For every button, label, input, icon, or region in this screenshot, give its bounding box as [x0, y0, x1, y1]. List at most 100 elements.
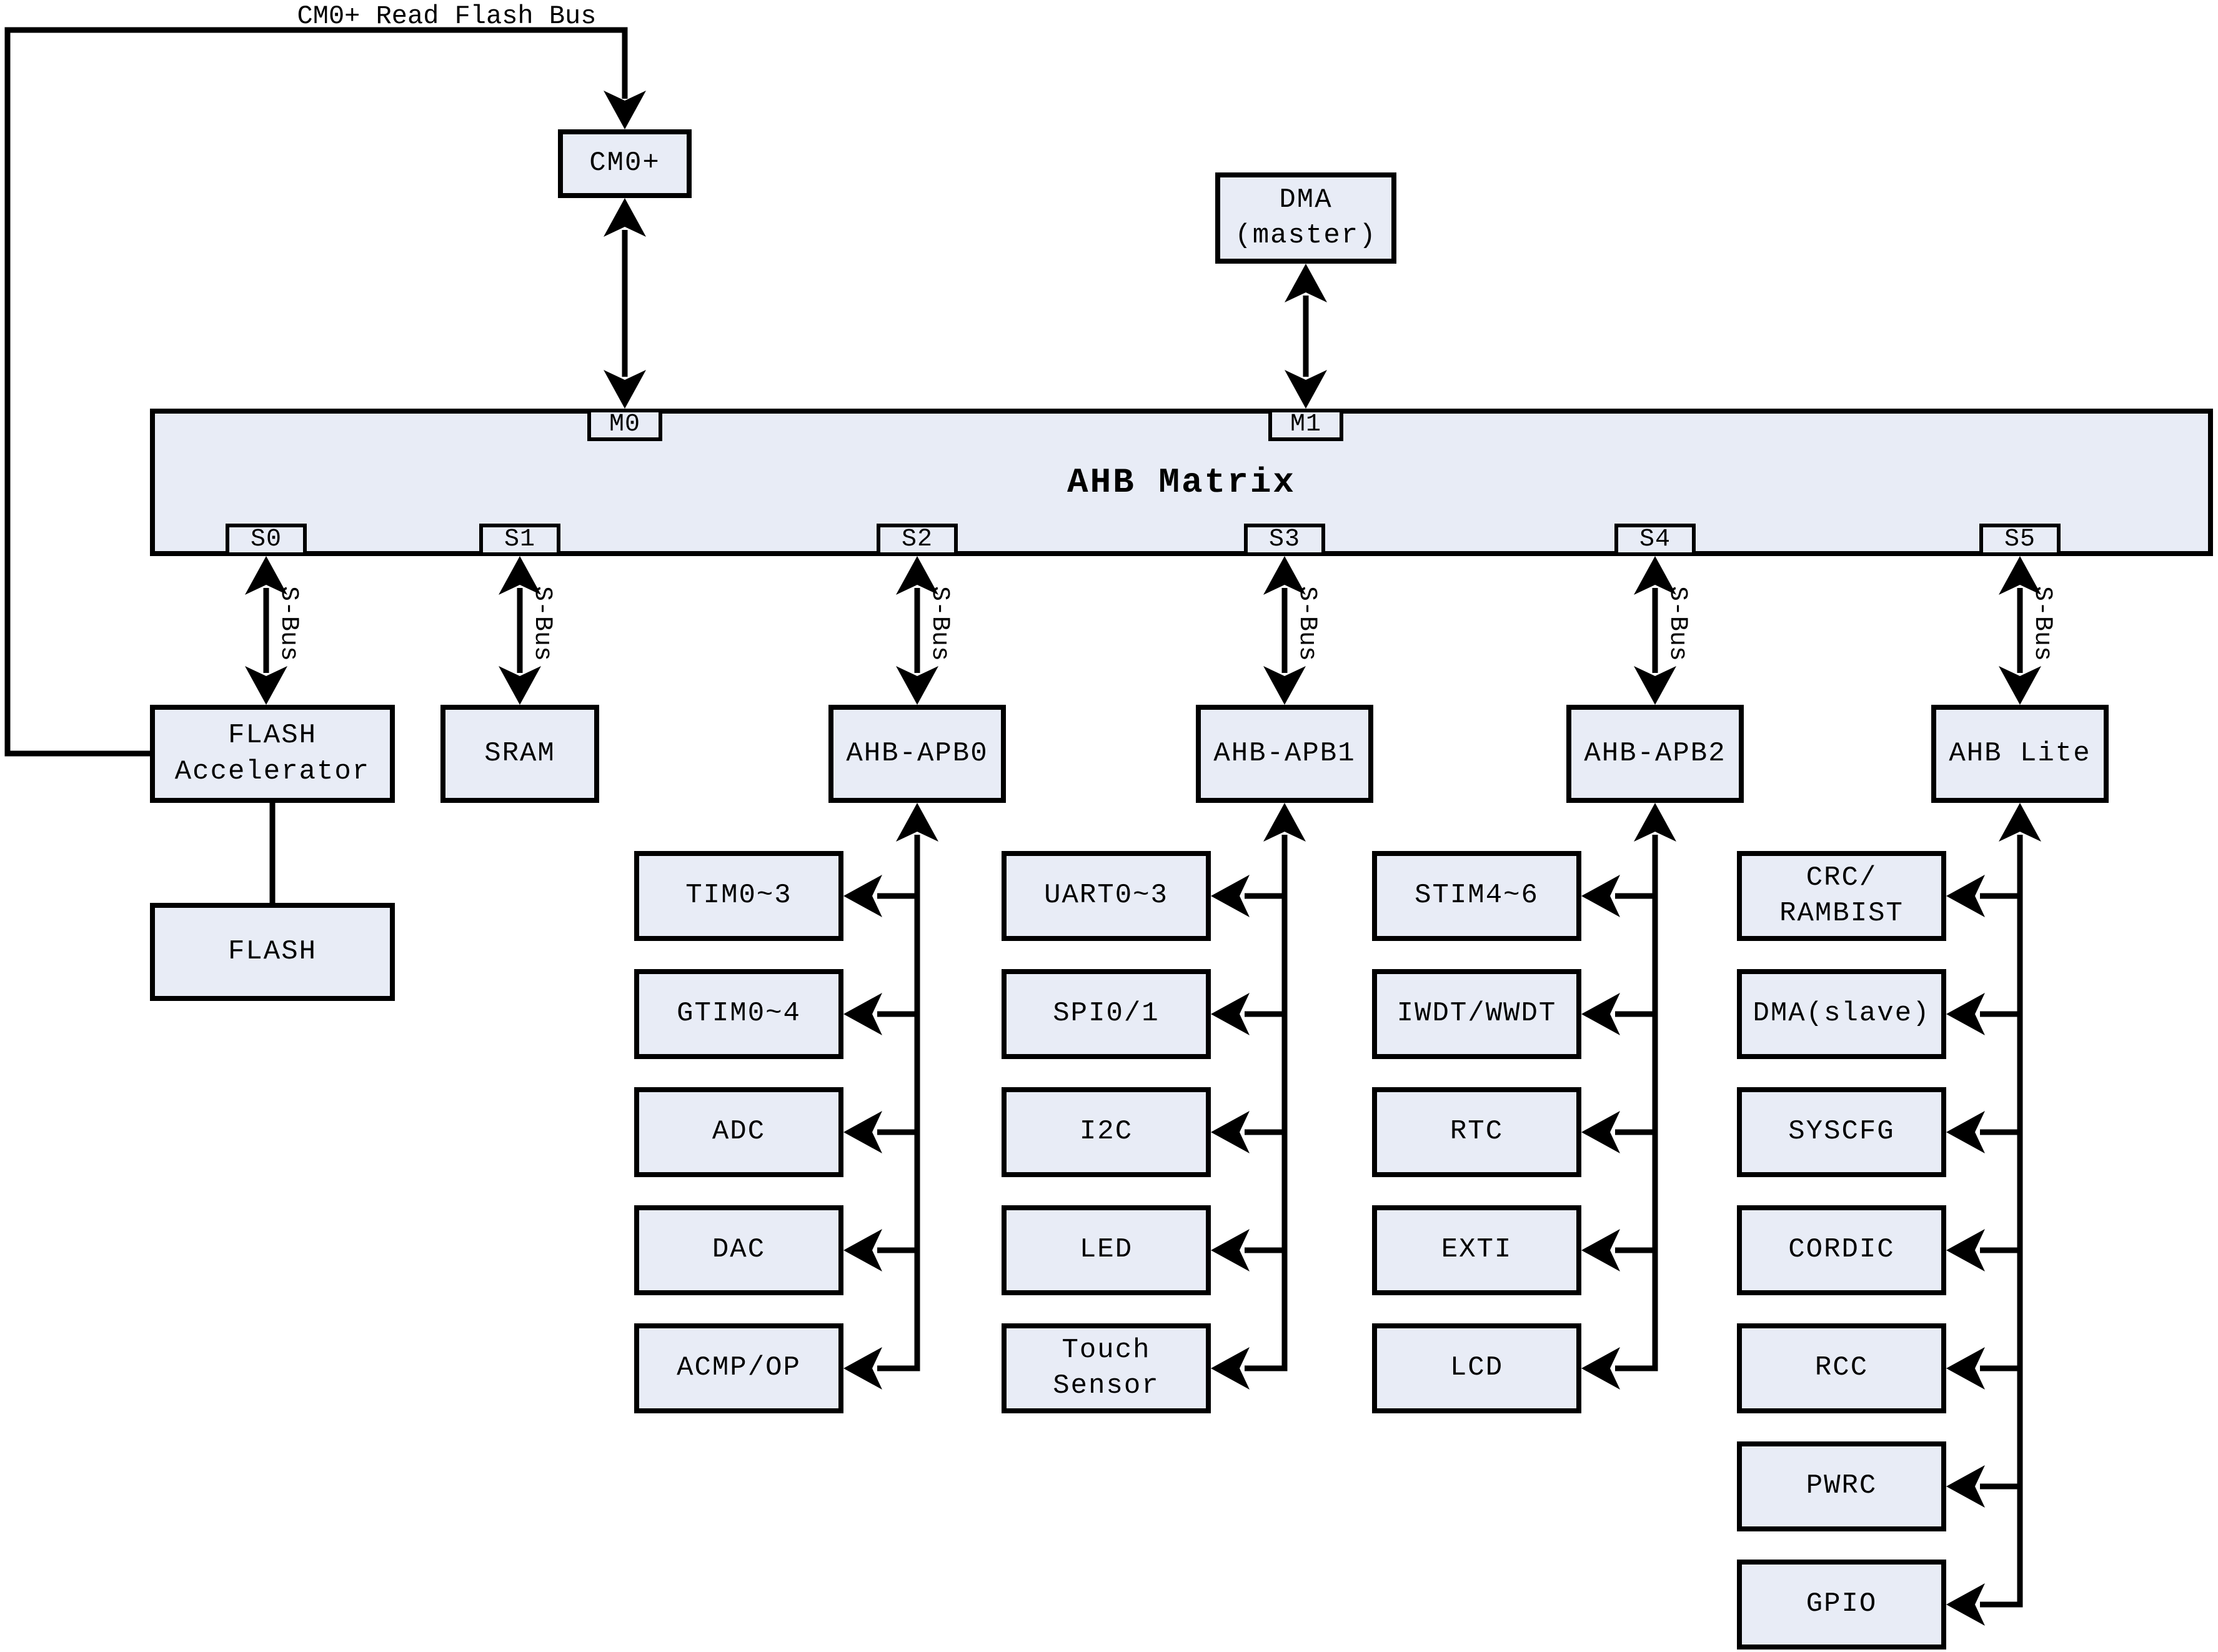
node-i2c-label: I2C	[1079, 1116, 1133, 1148]
node-port-m1-label: M1	[1290, 411, 1321, 439]
node-exti: EXTI	[1372, 1205, 1581, 1295]
arrowhead-left	[1946, 1465, 1985, 1508]
node-pwrc-label: PWRC	[1806, 1470, 1877, 1502]
apb2-feed-line	[1615, 835, 1658, 1371]
node-crc-rambist-label: CRC/	[1806, 862, 1877, 893]
node-adc-label: ADC	[712, 1116, 766, 1148]
sbus-label-s1: S-Bus	[528, 586, 556, 662]
arrowhead-left	[843, 993, 882, 1035]
node-port-m0-label: M0	[609, 411, 640, 439]
node-syscfg-label: SYSCFG	[1788, 1116, 1895, 1148]
arrowhead-left	[1211, 993, 1250, 1035]
arrowhead-up	[1634, 803, 1676, 842]
arrowhead-left	[1946, 1111, 1985, 1153]
node-exti-label: EXTI	[1441, 1234, 1513, 1266]
node-rcc: RCC	[1737, 1323, 1946, 1413]
node-dac-label: DAC	[712, 1234, 766, 1266]
node-flash-accelerator-label: Accelerator	[174, 755, 370, 787]
node-port-s4-label: S4	[1639, 525, 1671, 554]
node-port-s3: S3	[1244, 524, 1325, 556]
node-sram-label: SRAM	[484, 737, 555, 769]
arrowhead-left	[1581, 1229, 1620, 1271]
arrowhead-left	[1946, 993, 1985, 1035]
arrowhead-up	[1999, 803, 2041, 842]
node-dac: DAC	[634, 1205, 843, 1295]
node-acmp-op: ACMP/OP	[634, 1323, 843, 1413]
node-adc: ADC	[634, 1087, 843, 1177]
arrowhead-left	[1946, 1229, 1985, 1271]
node-tim0-3-label: TIM0~3	[685, 880, 792, 912]
arrowhead-left	[1211, 1111, 1250, 1153]
node-iwdt-wwdt: IWDT/WWDT	[1372, 969, 1581, 1059]
node-crc-rambist: CRC/RAMBIST	[1737, 851, 1946, 941]
node-port-m0: M0	[587, 409, 662, 441]
arrowhead-down	[1263, 666, 1306, 705]
arrowhead-down	[1634, 666, 1676, 705]
node-rtc-label: RTC	[1450, 1116, 1504, 1148]
node-stim4-6-label: STIM4~6	[1415, 880, 1539, 912]
node-gpio-label: GPIO	[1806, 1588, 1877, 1620]
node-port-s0-label: S0	[250, 525, 282, 554]
node-port-s0: S0	[226, 524, 307, 556]
node-flash-label: FLASH	[227, 935, 317, 967]
node-port-s5: S5	[1979, 524, 2061, 556]
node-tim0-3: TIM0~3	[634, 851, 843, 941]
arrowhead-left	[1211, 875, 1250, 917]
node-dma-master-label: DMA	[1279, 184, 1333, 216]
node-ahb-apb1-label: AHB-APB1	[1213, 737, 1356, 769]
node-iwdt-wwdt-label: IWDT/WWDT	[1396, 998, 1557, 1030]
node-lcd-label: LCD	[1450, 1352, 1504, 1384]
sbus-label-s3: S-Bus	[1293, 586, 1321, 662]
node-pwrc: PWRC	[1737, 1441, 1946, 1531]
node-cm0-plus: CM0+	[558, 129, 692, 198]
sbus-label-s2: S-Bus	[925, 586, 953, 662]
node-port-m1: M1	[1268, 409, 1343, 441]
node-ahb-lite-label: AHB Lite	[1949, 737, 2091, 769]
node-port-s3-label: S3	[1268, 525, 1300, 554]
arrowhead-left	[843, 1229, 882, 1271]
arrowhead-left	[1946, 1347, 1985, 1390]
arrowhead-left	[1581, 1347, 1620, 1390]
node-ahb-apb2-label: AHB-APB2	[1584, 737, 1726, 769]
node-ahb-lite: AHB Lite	[1931, 705, 2109, 803]
arrowhead-left	[1211, 1229, 1250, 1271]
node-ahb-matrix-label: AHB Matrix	[1067, 462, 1296, 502]
arrowhead-down	[245, 666, 287, 705]
apb1-feed-line	[1245, 835, 1288, 1371]
node-uart0-3: UART0~3	[1002, 851, 1211, 941]
arrowhead-left	[1581, 993, 1620, 1035]
sbus-label-s5: S-Bus	[2028, 586, 2056, 662]
node-uart0-3-label: UART0~3	[1044, 880, 1168, 912]
node-flash-accelerator-label: FLASH	[227, 720, 317, 752]
sbus-label-s0: S-Bus	[274, 586, 302, 662]
node-port-s2-label: S2	[901, 525, 933, 554]
arrowhead-down	[1999, 666, 2041, 705]
node-syscfg: SYSCFG	[1737, 1087, 1946, 1177]
node-cm0-plus-label: CM0+	[589, 147, 660, 179]
node-gtim0-4-label: GTIM0~4	[677, 998, 801, 1030]
lite-feed-line	[1980, 835, 2023, 1608]
node-ahb-apb0-label: AHB-APB0	[846, 737, 988, 769]
node-dma-master-label: (master)	[1235, 220, 1377, 251]
node-touch-sensor-label: Touch	[1062, 1334, 1151, 1366]
node-port-s2: S2	[877, 524, 958, 556]
node-cordic: CORDIC	[1737, 1205, 1946, 1295]
arrowhead-down	[1285, 370, 1327, 409]
arrowhead-left	[1946, 875, 1985, 917]
node-led: LED	[1002, 1205, 1211, 1295]
node-spi0-1: SPI0/1	[1002, 969, 1211, 1059]
node-stim4-6: STIM4~6	[1372, 851, 1581, 941]
node-cordic-label: CORDIC	[1788, 1234, 1895, 1266]
arrowhead-left	[843, 875, 882, 917]
sbus-label-s4: S-Bus	[1663, 586, 1691, 662]
node-ahb-apb0: AHB-APB0	[828, 705, 1006, 803]
arrowhead-left	[1581, 1111, 1620, 1153]
node-port-s5-label: S5	[2004, 525, 2036, 554]
node-rtc: RTC	[1372, 1087, 1581, 1177]
node-flash: FLASH	[150, 903, 395, 1001]
cm0-read-flash-bus-label: CM0+ Read Flash Bus	[297, 1, 597, 31]
node-crc-rambist-label: RAMBIST	[1779, 898, 1904, 929]
